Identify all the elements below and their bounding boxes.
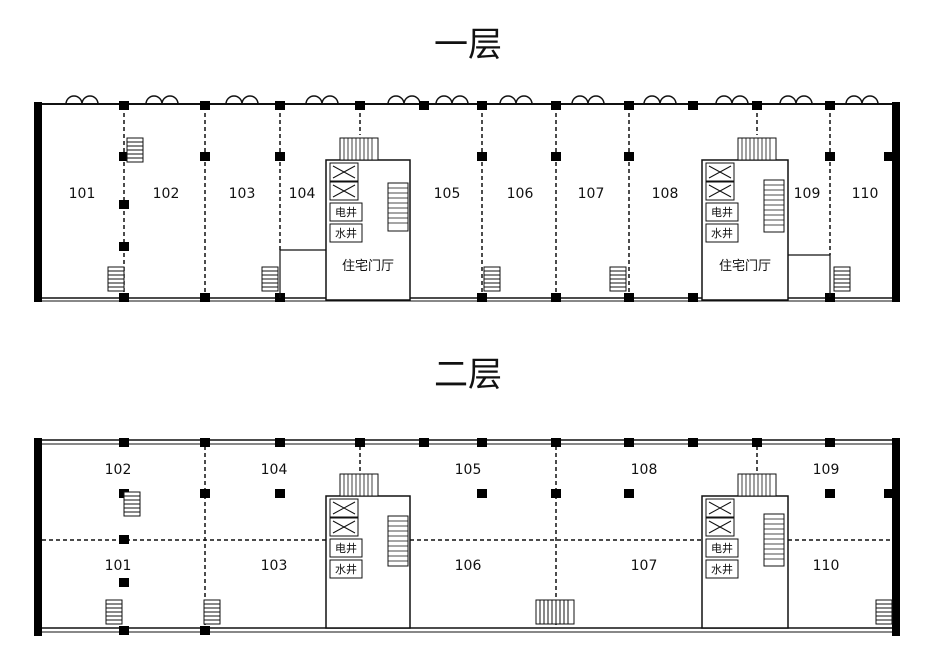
floor2-core-a <box>325 473 411 629</box>
floor1-core-b-water-label: 水井 <box>711 226 733 240</box>
floor1-partitions <box>123 106 831 298</box>
floor1-unit-109: 109 <box>794 186 821 202</box>
floor2-right-wall <box>892 438 900 636</box>
floor1-unit-101: 101 <box>69 186 96 202</box>
floor1-core-a <box>279 137 411 301</box>
floor2-unit-108: 108 <box>631 462 658 478</box>
floor2-core-b-water-label: 水井 <box>711 562 733 576</box>
floor2-title: 二层 <box>434 355 502 395</box>
floor1-title: 一层 <box>434 25 502 65</box>
floor1-core-a-water-label: 水井 <box>335 226 357 240</box>
floor1-right-wall <box>892 102 900 302</box>
floor2-left-wall <box>34 438 42 636</box>
floor2-core-b <box>701 473 789 629</box>
floor1-unit-106: 106 <box>507 186 534 202</box>
floor2-partitions <box>42 446 892 628</box>
floor2-unit-102: 102 <box>105 462 132 478</box>
floor2-unit-106: 106 <box>455 558 482 574</box>
floor1-stairs <box>107 137 851 292</box>
floor2-unit-103: 103 <box>261 558 288 574</box>
floor1-core-a-lobby-label: 住宅门厅 <box>342 259 394 274</box>
floor1-unit-102: 102 <box>153 186 180 202</box>
floor2-core-a-elec-label: 电井 <box>335 541 357 555</box>
floor1-unit-105: 105 <box>434 186 461 202</box>
floor2-unit-110: 110 <box>813 558 840 574</box>
floor2-unit-109: 109 <box>813 462 840 478</box>
floor2-unit-107: 107 <box>631 558 658 574</box>
floor2-core-b-elec-label: 电井 <box>711 541 733 555</box>
floor2-stairs <box>105 491 893 625</box>
floor1-unit-104: 104 <box>289 186 316 202</box>
floor1-core-a-elec-label: 电井 <box>335 205 357 219</box>
floor2-unit-104: 104 <box>261 462 288 478</box>
floor1-unit-110: 110 <box>852 186 879 202</box>
floor1-core-b <box>701 137 831 301</box>
floor1-core-b-lobby-label: 住宅门厅 <box>719 259 771 274</box>
floor2-unit-105: 105 <box>455 462 482 478</box>
floor2-unit-101: 101 <box>105 558 132 574</box>
floor1-left-wall <box>34 102 42 302</box>
floor1-unit-103: 103 <box>229 186 256 202</box>
floor2-core-a-water-label: 水井 <box>335 562 357 576</box>
floor1-core-b-elec-label: 电井 <box>711 205 733 219</box>
floor1-unit-108: 108 <box>652 186 679 202</box>
floor1-unit-107: 107 <box>578 186 605 202</box>
